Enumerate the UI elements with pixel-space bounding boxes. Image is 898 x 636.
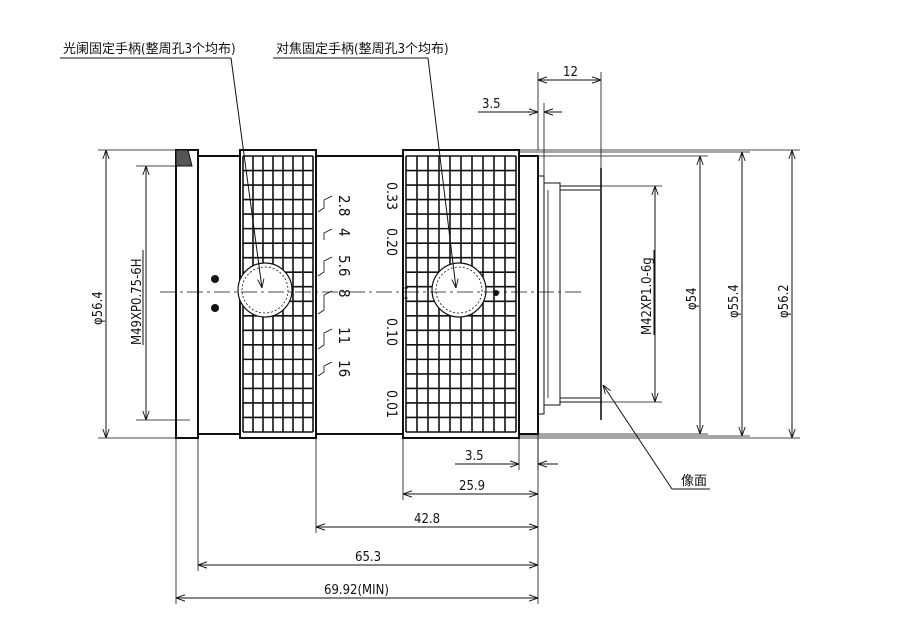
f-number-label: 5.6 xyxy=(335,255,353,276)
dim-mount-thread-value: M42XP1.0-6g xyxy=(640,257,655,335)
dim-65-3: 65.3 xyxy=(197,434,539,604)
dim-front-thread-value: M49XP0.75-6H xyxy=(130,258,145,345)
focus-ring-knurl xyxy=(405,155,517,433)
dim-dia-56-4: φ56.4 xyxy=(91,149,176,439)
dim-12: 12 xyxy=(537,65,602,168)
dim-42-8-value: 42.8 xyxy=(414,512,440,527)
aperture-handle xyxy=(237,262,293,318)
dim-dia-56-2: φ56.2 xyxy=(519,149,800,439)
focus-mark-dot xyxy=(493,290,499,296)
dim-mount-thread: M42XP1.0-6g xyxy=(560,185,662,403)
rear-section xyxy=(518,155,539,435)
dim-dia-54: φ54 xyxy=(519,155,708,435)
dim-dia-56-2-value: φ56.2 xyxy=(777,284,792,318)
mount-thread xyxy=(544,182,600,406)
focus-distance-label: 0.20 xyxy=(383,228,399,256)
front-section xyxy=(197,155,241,435)
dim-dia-56-4-value: φ56.4 xyxy=(91,291,106,325)
dim-25-9: 25.9 xyxy=(402,438,538,500)
dim-12-value: 12 xyxy=(563,65,578,80)
f-number-label: 11 xyxy=(335,327,353,344)
dim-top-3-5: 3.5 xyxy=(478,97,562,183)
image-plane-callout: 像面 xyxy=(603,385,710,490)
dim-bottom-3-5-value: 3.5 xyxy=(465,449,484,464)
dim-69-92-value: 69.92(MIN) xyxy=(324,583,389,598)
screw-dot xyxy=(211,304,219,312)
dim-42-8: 42.8 xyxy=(315,434,538,533)
dim-front-thread: M49XP0.75-6H xyxy=(130,165,190,421)
dim-top-3-5-value: 3.5 xyxy=(482,97,501,112)
front-cap-chamfer xyxy=(175,149,193,167)
focus-distance-label: 0.33 xyxy=(383,182,399,210)
mount-step xyxy=(537,175,545,415)
focus-scale: 0.33 0.20 0.10 0.01 xyxy=(383,182,408,418)
focus-distance-label: 0.01 xyxy=(383,390,399,418)
focus-distance-label: 0.10 xyxy=(383,318,399,346)
aperture-handle-label: 光阑固定手柄(整周孔3个均布) xyxy=(63,42,236,57)
f-number-label: 4 xyxy=(335,228,353,237)
f-number-label: 2.8 xyxy=(335,195,353,216)
aperture-handle-callout: 光阑固定手柄(整周孔3个均布) xyxy=(60,42,262,288)
aperture-scale: 2.8 4 5.6 8 11 16 xyxy=(317,195,353,377)
dim-dia-55-4: φ55.4 xyxy=(519,151,750,437)
image-plane-label: 像面 xyxy=(681,474,707,489)
dim-bottom-3-5: 3.5 xyxy=(455,438,558,470)
dim-65-3-value: 65.3 xyxy=(355,550,381,565)
focus-handle-callout: 对焦固定手柄(整周孔3个均布) xyxy=(273,42,456,288)
aperture-tick-marks xyxy=(317,195,333,377)
focus-handle-label: 对焦固定手柄(整周孔3个均布) xyxy=(276,42,449,57)
dim-dia-55-4-value: φ55.4 xyxy=(727,284,742,318)
front-cap xyxy=(175,149,199,439)
dim-dia-54-value: φ54 xyxy=(685,287,700,310)
screw-dot xyxy=(211,275,219,283)
dim-69-92: 69.92(MIN) xyxy=(175,438,538,604)
dim-25-9-value: 25.9 xyxy=(459,479,485,494)
f-number-label: 16 xyxy=(335,360,353,377)
focus-handle xyxy=(431,262,487,318)
f-number-label: 8 xyxy=(335,289,353,298)
